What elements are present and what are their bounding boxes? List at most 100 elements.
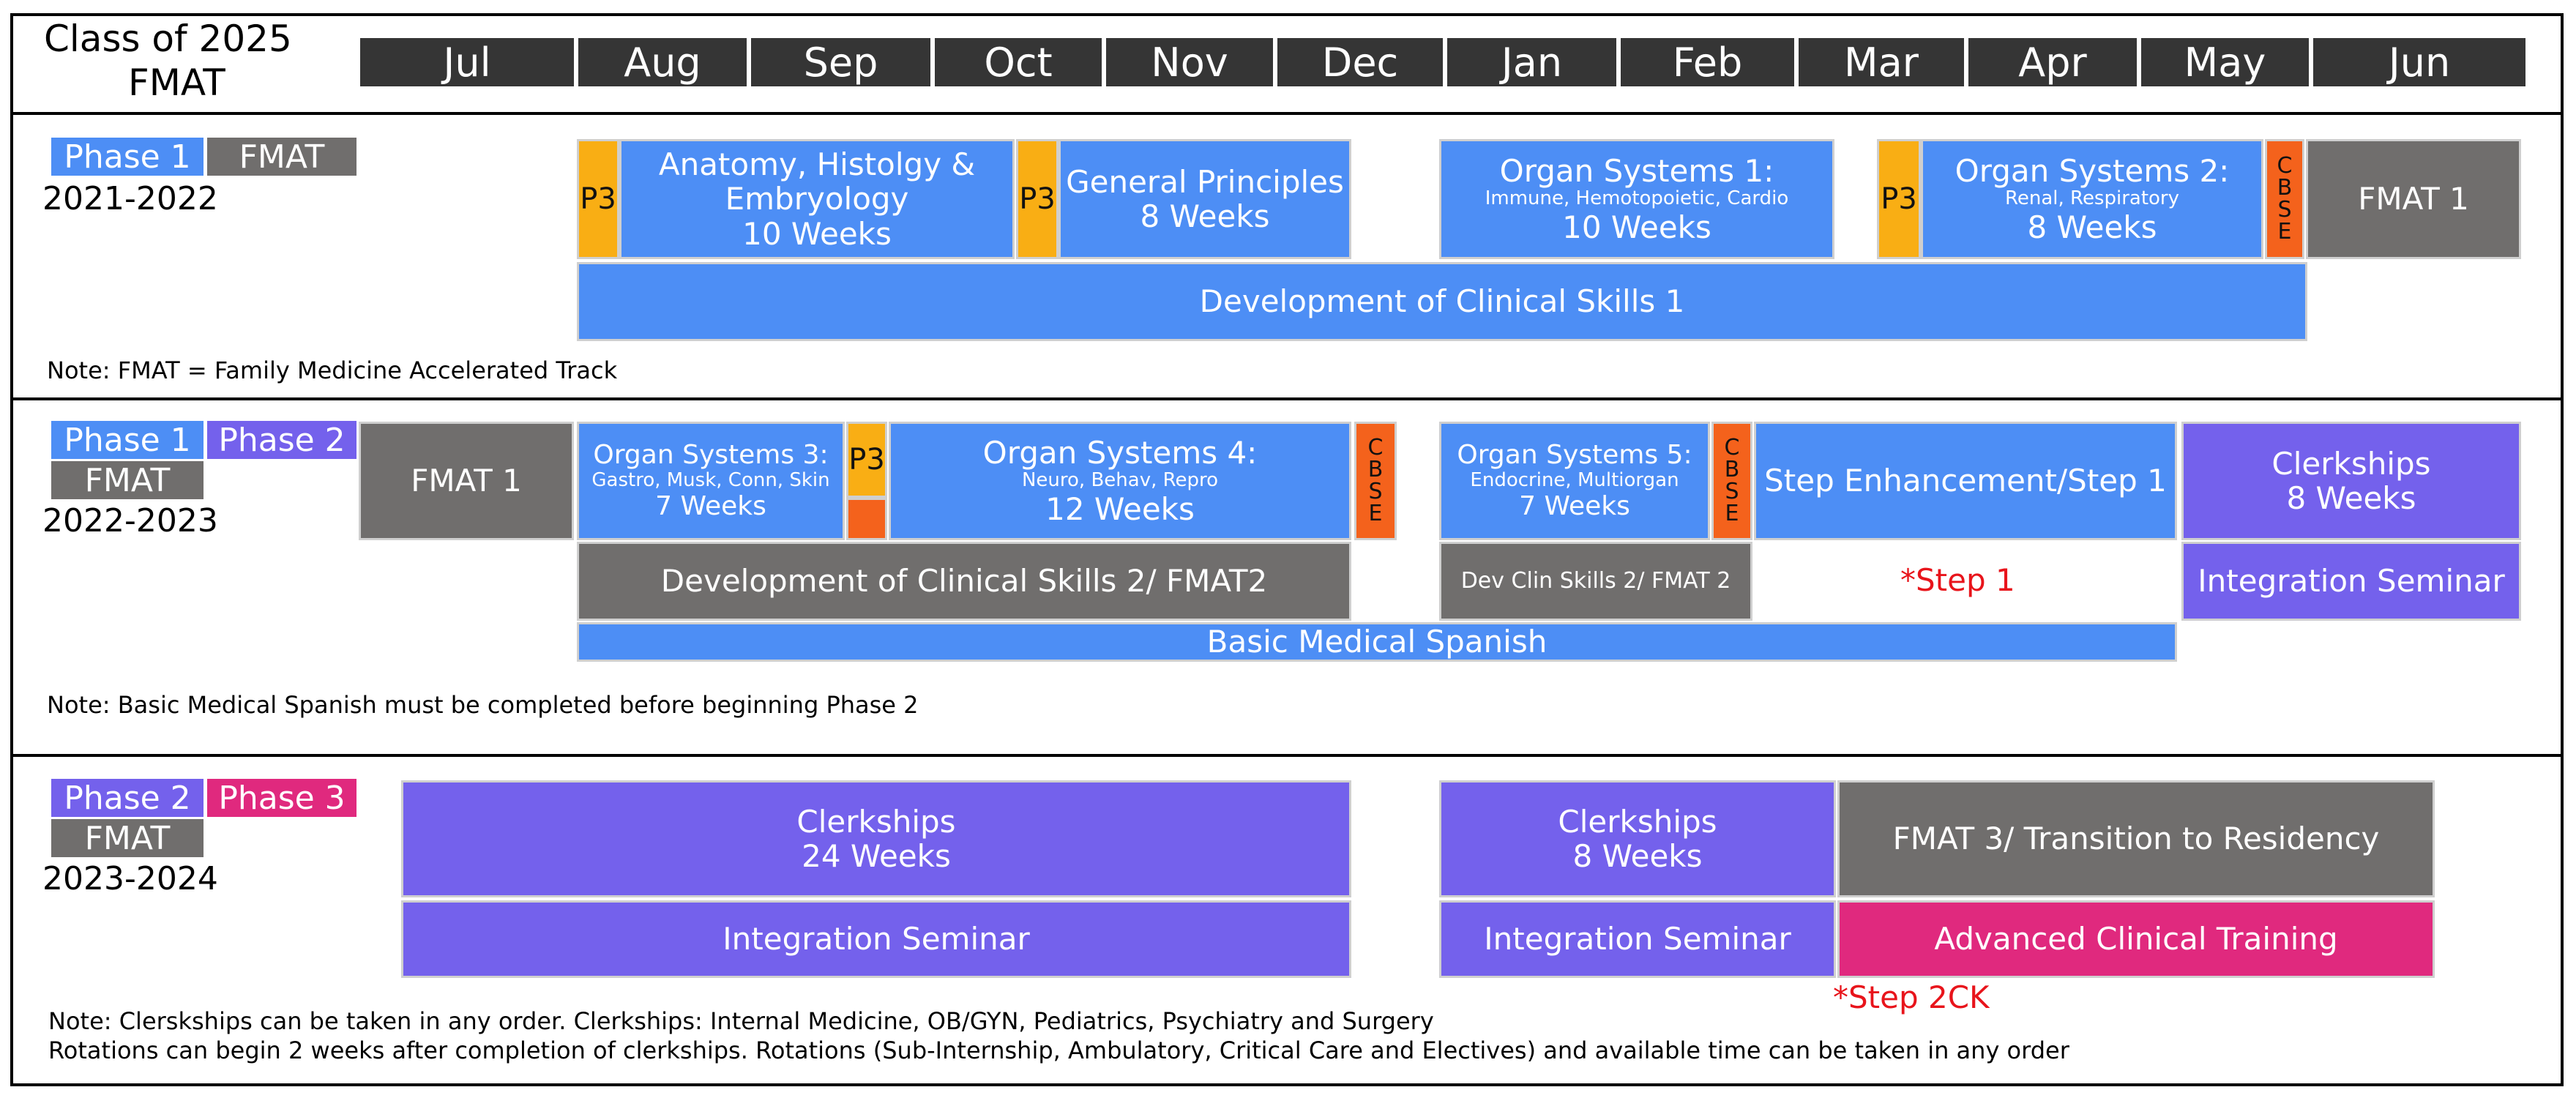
cbse-letter: S [2277, 197, 2292, 223]
cbse-letter: S [1725, 479, 1739, 504]
block-weeks: 24 Weeks [802, 838, 951, 874]
block-subtitle: Endocrine, Multiorgan [1470, 469, 1679, 492]
block-title: Integration Seminar [2198, 563, 2505, 600]
block-title: Step Enhancement/Step 1 [1764, 463, 2167, 499]
integration-seminar-block: Integration Seminar [2181, 542, 2521, 621]
phase2-tag: Phase 2 [207, 421, 356, 459]
block-weeks: 8 Weeks [2286, 480, 2416, 516]
dcs1-block: Development of Clinical Skills 1 [577, 262, 2307, 341]
month-feb: Feb [1621, 38, 1794, 86]
p3-label: P3 [848, 442, 885, 477]
phase2-tag: Phase 2 [51, 779, 204, 817]
class-title: Class of 2025 [44, 18, 292, 60]
year3-note-2: Rotations can begin 2 weeks after comple… [48, 1037, 2069, 1064]
clerkships-8-block: Clerkships 8 Weeks [1439, 780, 1836, 897]
phase3-tag: Phase 3 [207, 779, 356, 817]
block-title: Clerkships [796, 803, 956, 840]
block-title: Anatomy, Histolgy & [658, 146, 976, 183]
cbse-letter: B [2277, 175, 2293, 201]
block-title: Clerkships [1558, 803, 1717, 840]
block-title: FMAT 1 [2358, 181, 2469, 217]
cbse-letter: S [1368, 479, 1383, 504]
block-weeks: 10 Weeks [742, 215, 892, 252]
block-title: Embryology [725, 181, 909, 217]
block-weeks: 7 Weeks [1519, 490, 1630, 521]
block-title: Organ Systems 2: [1955, 153, 2230, 190]
block-weeks: 7 Weeks [655, 490, 766, 521]
dcs2-block: Development of Clinical Skills 2/ FMAT2 [577, 542, 1351, 621]
year3-note-1: Note: Clersk​ships can be taken in any o… [48, 1007, 1434, 1035]
step1-marker: *Step 1 [1900, 562, 2015, 598]
year-label: 2021-2022 [42, 180, 218, 217]
month-jun: Jun [2313, 38, 2525, 86]
block-title: Organ Systems 1: [1499, 153, 1774, 190]
block-weeks: 8 Weeks [1572, 838, 1703, 874]
month-mar: Mar [1799, 38, 1964, 86]
advanced-clinical-training-block: Advanced Clinical Training [1837, 900, 2435, 978]
year2-note: Note: Basic Medical Spanish must be comp… [47, 691, 919, 719]
spanish-block: Basic Medical Spanish [577, 622, 2177, 662]
organ-systems-3-block: Organ Systems 3: Gastro, Musk, Conn, Ski… [577, 422, 845, 540]
block-weeks: 8 Weeks [1140, 198, 1270, 234]
month-nov: Nov [1106, 38, 1273, 86]
organ-systems-1-block: Organ Systems 1: Immune, Hemotopoietic, … [1439, 139, 1834, 259]
track-title: FMAT [128, 61, 225, 104]
organ-systems-4-block: Organ Systems 4: Neuro, Behav, Repro 12 … [889, 422, 1351, 540]
block-title: FMAT 1 [411, 463, 522, 499]
general-principles-block: General Principles 8 Weeks [1059, 139, 1351, 259]
block-title: FMAT 3/ Transition to Residency [1892, 821, 2380, 857]
block-weeks: 8 Weeks [2027, 209, 2157, 245]
fmat-tag: FMAT [51, 819, 204, 857]
month-sep: Sep [751, 38, 930, 86]
block-title: Basic Medical Spanish [1206, 624, 1548, 660]
cbse-letter: B [1724, 457, 1740, 482]
month-dec: Dec [1277, 38, 1443, 86]
year-label: 2022-2023 [42, 502, 218, 539]
step2ck-marker: *Step 2CK [1833, 979, 1990, 1015]
cbse-letter: C [2277, 153, 2293, 179]
fmat1-block: FMAT 1 [359, 422, 574, 540]
cbse-letter: E [2277, 219, 2292, 244]
block-weeks: 10 Weeks [1562, 209, 1711, 245]
block-subtitle: Gastro, Musk, Conn, Skin [591, 469, 830, 492]
cbse-letter: C [1367, 435, 1384, 460]
p3-block: P3 [1877, 139, 1921, 259]
month-aug: Aug [578, 38, 747, 86]
row-divider [10, 397, 2564, 400]
block-title: Integration Seminar [1484, 921, 1791, 957]
phase1-tag: Phase 1 [51, 421, 204, 459]
phase1-tag: Phase 1 [51, 138, 204, 176]
fmat1-block: FMAT 1 [2306, 139, 2521, 259]
fmat3-block: FMAT 3/ Transition to Residency [1837, 780, 2435, 897]
block-title: Integration Seminar [723, 921, 1030, 957]
integration-seminar-block: Integration Seminar [1439, 900, 1836, 978]
month-apr: Apr [1968, 38, 2137, 86]
step-enhancement-block: Step Enhancement/Step 1 [1754, 422, 2177, 540]
cbse-letter: E [1725, 501, 1739, 526]
cbse-small-block [846, 498, 887, 540]
block-title: Organ Systems 4: [982, 435, 1258, 471]
block-subtitle: Immune, Hemotopoietic, Cardio [1485, 187, 1789, 210]
block-subtitle: Renal, Respiratory [2004, 187, 2180, 210]
organ-systems-2-block: Organ Systems 2: Renal, Respiratory 8 We… [1921, 139, 2263, 259]
block-title: Advanced Clinical Training [1934, 921, 2338, 957]
cbse-block: C B S E [1711, 422, 1752, 540]
block-title: Organ Systems 5: [1457, 440, 1692, 471]
integration-seminar-block: Integration Seminar [401, 900, 1351, 978]
p3-block: P3 [1016, 139, 1059, 259]
block-title: Clerkships [2271, 445, 2431, 482]
block-title: Development of Clinical Skills 1 [1199, 283, 1685, 320]
month-jan: Jan [1447, 38, 1616, 86]
month-may: May [2141, 38, 2309, 86]
block-title: Development of Clinical Skills 2/ FMAT2 [660, 563, 1268, 600]
row-divider [10, 112, 2564, 115]
p3-block: P3 [846, 422, 887, 498]
p3-block: P3 [577, 139, 619, 259]
block-title: Organ Systems 3: [593, 440, 829, 471]
organ-systems-5-block: Organ Systems 5: Endocrine, Multiorgan 7… [1439, 422, 1710, 540]
dcs2-short-block: Dev Clin Skills 2/ FMAT 2 [1439, 542, 1752, 621]
cbse-letter: E [1368, 501, 1383, 526]
p3-label: P3 [1019, 182, 1056, 216]
year1-note: Note: FMAT = Family Medicine Accelerated… [47, 356, 618, 384]
month-jul: Jul [360, 38, 574, 86]
